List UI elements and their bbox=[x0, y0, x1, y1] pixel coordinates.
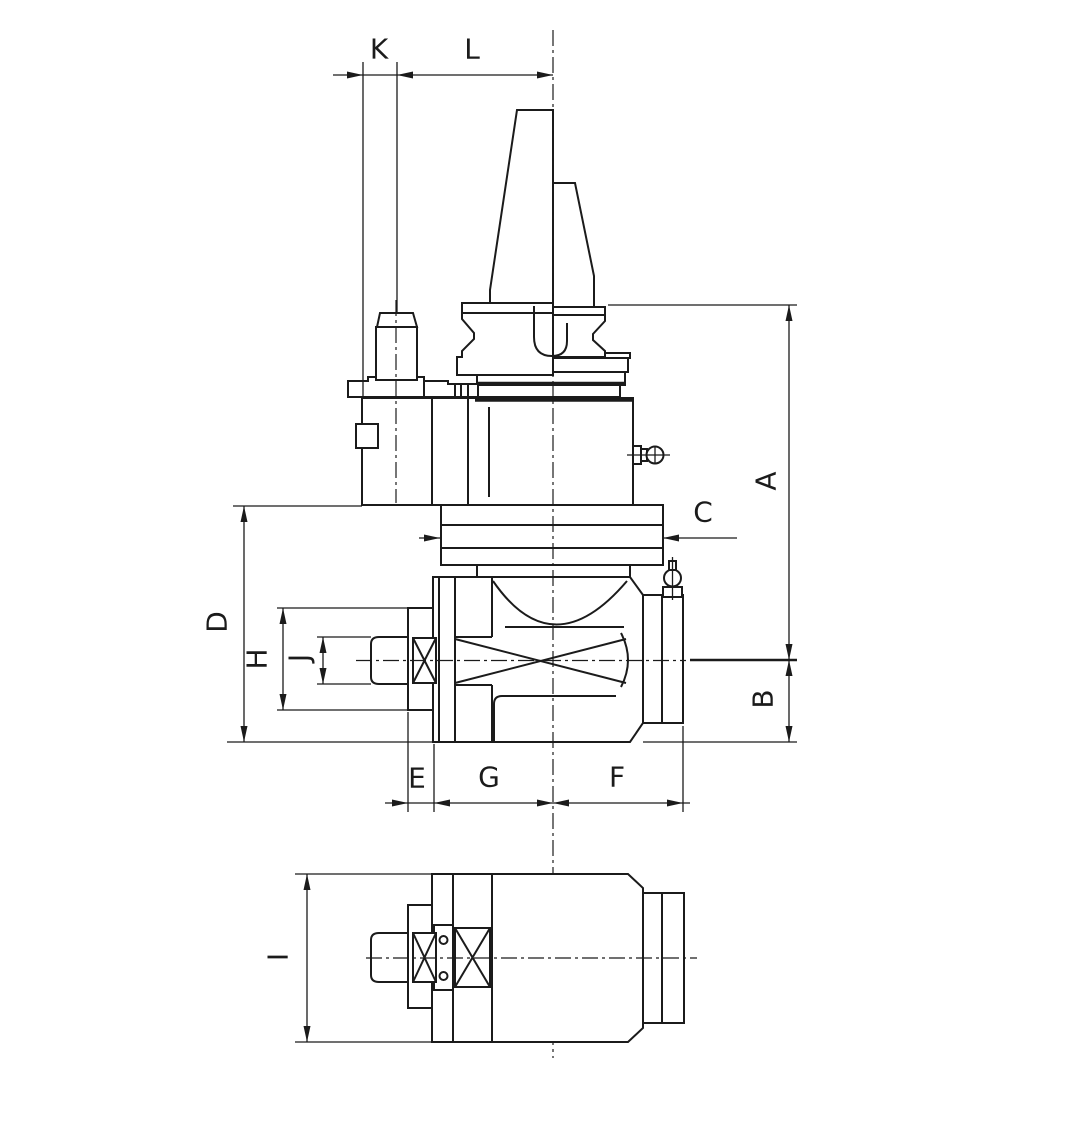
flange-disc bbox=[440, 504, 664, 578]
saddle-arc bbox=[492, 580, 628, 626]
dim-label-g: G bbox=[478, 761, 500, 794]
dim-label-c: C bbox=[693, 496, 713, 529]
arrow-k bbox=[347, 71, 363, 79]
housing-notch bbox=[355, 423, 379, 449]
arrow-j-top bbox=[319, 637, 327, 653]
arrow-l-right bbox=[537, 71, 553, 79]
spindle-nose bbox=[370, 576, 456, 743]
dim-label-b: B bbox=[747, 689, 780, 708]
dim-label-f: F bbox=[609, 761, 625, 794]
dim-label-l: L bbox=[464, 33, 480, 66]
arrow-d-top bbox=[240, 506, 248, 522]
upper-housing bbox=[355, 397, 634, 506]
grease-nipple-top bbox=[662, 557, 683, 600]
centerlines bbox=[356, 30, 686, 1058]
anti-rotation-plate bbox=[347, 376, 479, 398]
taper-cone-right bbox=[552, 182, 595, 308]
arrow-i-top bbox=[303, 874, 311, 890]
dimensions-bottom: I bbox=[262, 873, 453, 1043]
arrow-f-left bbox=[553, 799, 569, 807]
front-view: K L A B C D bbox=[201, 30, 797, 1058]
lower-pocket bbox=[493, 695, 616, 742]
dim-label-d: D bbox=[201, 611, 234, 633]
dim-label-e: E bbox=[408, 762, 426, 795]
pin-cap bbox=[375, 312, 419, 328]
dim-label-a: A bbox=[750, 471, 783, 490]
taper-cone-left bbox=[489, 109, 554, 304]
dim-label-j: J bbox=[283, 654, 316, 664]
arrow-a-bottom bbox=[785, 644, 793, 660]
arrow-g-right bbox=[537, 799, 553, 807]
arrow-f-right bbox=[667, 799, 683, 807]
bottom-gear-cross-2 bbox=[454, 927, 491, 988]
dim-label-i: I bbox=[262, 953, 295, 961]
arrow-h-top bbox=[279, 608, 287, 624]
arrow-l-left bbox=[397, 71, 413, 79]
bottom-view: I bbox=[262, 873, 697, 1043]
dimensions-front: K L A B C D bbox=[201, 33, 797, 812]
lug-screw-hole-top bbox=[438, 935, 449, 945]
end-cap bbox=[642, 594, 684, 724]
v-flange bbox=[456, 302, 606, 376]
arrow-h-bottom bbox=[279, 694, 287, 710]
grip-groove-section bbox=[533, 306, 568, 358]
dim-label-k: K bbox=[370, 33, 389, 66]
arrow-b-top bbox=[785, 660, 793, 676]
grease-nipple-side bbox=[627, 445, 670, 465]
arrow-c-right bbox=[663, 534, 679, 542]
arrow-g-left bbox=[434, 799, 450, 807]
flange-disc-body bbox=[440, 504, 664, 566]
arrow-c-left bbox=[424, 534, 440, 542]
arrow-b-bottom bbox=[785, 726, 793, 742]
arrow-a-top bbox=[785, 305, 793, 321]
taper-shank bbox=[489, 109, 595, 358]
arrow-d-bottom bbox=[240, 726, 248, 742]
bottom-stub bbox=[370, 932, 409, 983]
dim-label-h: H bbox=[241, 648, 274, 669]
head-body bbox=[454, 576, 644, 743]
lug-screw-hole-bottom bbox=[438, 971, 449, 981]
arrow-j-bottom bbox=[319, 668, 327, 684]
ring-4 bbox=[477, 384, 621, 398]
housing-body bbox=[361, 397, 634, 506]
arrow-i-bottom bbox=[303, 1026, 311, 1042]
arrow-e bbox=[392, 799, 408, 807]
